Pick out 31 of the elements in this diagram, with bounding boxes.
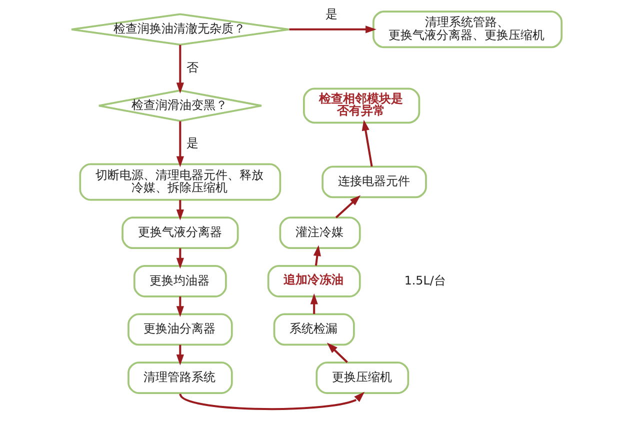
arrow: [310, 293, 318, 314]
arrow: [176, 344, 184, 366]
node-box: 切断电源、清理电器元件、释放冷媒、拆除压缩机: [79, 163, 282, 201]
arrow: [176, 296, 184, 318]
edge-label: 否: [186, 60, 199, 75]
edge-label: 是: [186, 136, 199, 150]
node-box: 清理管路系统: [128, 362, 233, 394]
node-box: 更换气液分离器: [122, 216, 239, 250]
node-box: 清理系统管路、更换气液分离器、更换压缩机: [372, 10, 563, 48]
node-diamond: 检查润换油清澈无杂质？: [70, 13, 290, 46]
node-label: 1.5L/台: [404, 273, 446, 288]
node-box: 更换油分离器: [128, 313, 233, 346]
arrow: [176, 121, 184, 168]
arrow: [313, 245, 321, 266]
node-box: 灌注冷媒: [279, 216, 361, 250]
arrow: [179, 392, 365, 410]
arrow: [289, 26, 376, 34]
node-box: 追加冷冻油: [267, 264, 361, 298]
arrow: [176, 200, 184, 220]
node-box: 更换压缩机: [316, 362, 410, 394]
node-box: 检查相邻模块是否有异常: [303, 88, 420, 124]
node-box: 更换均油器: [133, 264, 227, 298]
edge-label: 是: [325, 7, 338, 22]
node-box: 连接电器元件: [322, 166, 427, 198]
arrow: [176, 45, 184, 94]
node-diamond: 检查润滑油变黑？: [98, 89, 262, 122]
arrow: [176, 248, 184, 269]
arrow: [362, 120, 373, 167]
arrow: [326, 342, 348, 364]
node-box: 系统检漏: [273, 313, 355, 346]
arrow: [335, 195, 361, 218]
